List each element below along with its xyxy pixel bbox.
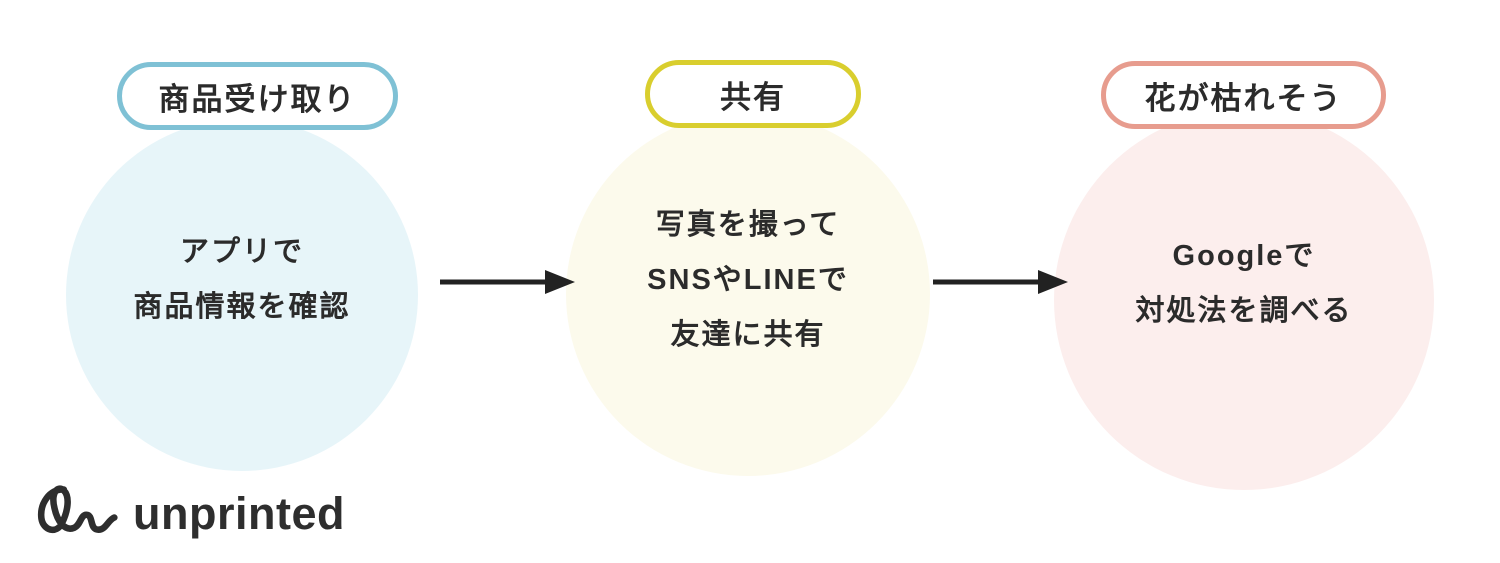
step-label-text: 商品受け取り bbox=[158, 81, 357, 117]
step-description-flower-wilting: Googleで 対処法を調べる bbox=[1054, 229, 1434, 339]
step-label-text: 共有 bbox=[720, 79, 786, 115]
description-line: 対処法を調べる bbox=[1135, 295, 1353, 327]
step-description-receive-product: アプリで 商品情報を確認 bbox=[66, 225, 418, 335]
description-line: SNSやLINEで bbox=[647, 264, 849, 296]
step-label-share: 共有 bbox=[645, 60, 861, 128]
step-circle-share bbox=[566, 112, 930, 476]
step-circle-flower-wilting bbox=[1054, 110, 1434, 490]
step-label-flower-wilting: 花が枯れそう bbox=[1101, 61, 1386, 129]
step-label-receive-product: 商品受け取り bbox=[117, 62, 398, 130]
description-line: Googleで bbox=[1172, 240, 1316, 272]
logo-wordmark: unprinted bbox=[133, 487, 345, 539]
description-line: 写真を撮って bbox=[655, 209, 841, 241]
description-line: アプリで bbox=[179, 236, 304, 268]
step-circle-receive-product bbox=[66, 119, 418, 471]
arrow-right-icon bbox=[437, 269, 577, 300]
description-line: 友達に共有 bbox=[670, 319, 826, 351]
unprinted-logo: unprinted bbox=[33, 480, 345, 547]
unprinted-squiggle-icon bbox=[33, 480, 119, 547]
description-line: 商品情報を確認 bbox=[133, 291, 351, 323]
step-label-text: 花が枯れそう bbox=[1144, 80, 1343, 116]
arrow-right-icon bbox=[930, 269, 1070, 300]
step-description-share: 写真を撮って SNSやLINEで 友達に共有 bbox=[566, 198, 930, 363]
